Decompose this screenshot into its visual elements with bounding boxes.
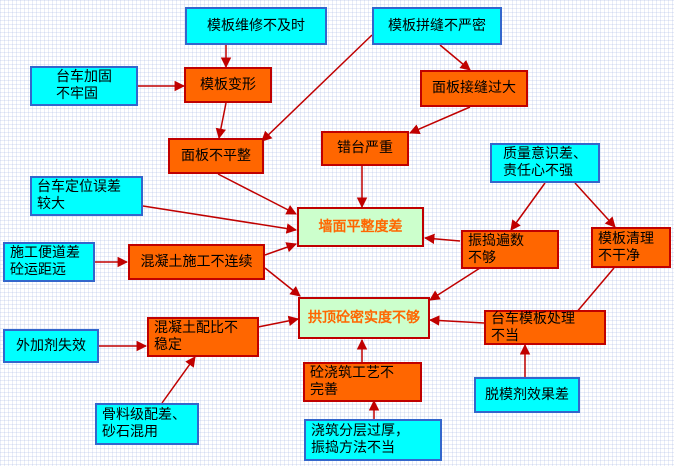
node-concrete-continuity: 混凝土施工不连续 <box>128 244 265 280</box>
node-misalignment: 错台严重 <box>321 131 409 166</box>
arrow-formwork-to-density <box>428 315 485 326</box>
arrow-quality-to-vibrate <box>510 182 546 231</box>
arrow-ratio-to-density <box>257 315 300 328</box>
arrow-gap-to-misalign <box>409 106 471 135</box>
arrow-continuity-to-flatness <box>264 242 297 256</box>
node-aggregate: 骨料级配差、 砂石混用 <box>95 403 199 445</box>
node-formwork-seam: 模板拼缝不严密 <box>372 7 502 45</box>
node-pouring-process: 砼浇筑工艺不 完善 <box>303 362 422 402</box>
node-mix-ratio: 混凝土配比不 稳定 <box>147 317 259 357</box>
arrow-continuity-to-density <box>264 267 301 297</box>
arrow-seam-to-gap <box>439 44 471 71</box>
arrow-deform-to-uneven <box>215 102 227 140</box>
node-pouring-layers: 浇筑分层过厚， 振捣方法不当 <box>304 419 442 461</box>
arrow-seam-to-uneven <box>261 34 373 142</box>
node-trolley-position: 台车定位误差 较大 <box>30 176 143 216</box>
node-release-agent: 脱模剂效果差 <box>474 377 580 413</box>
node-panel-uneven: 面板不平整 <box>168 138 264 174</box>
node-formwork-maintenance: 模板维修不及时 <box>185 7 327 45</box>
arrow-vibrate-to-density <box>429 267 481 301</box>
arrow-vibrate-to-flatness <box>423 233 461 245</box>
node-quality-awareness: 质量意识差、 责任心不强 <box>490 143 600 183</box>
node-trolley-formwork: 台车模板处理 不当 <box>484 310 606 345</box>
arrow-aggregate-to-ratio <box>161 356 196 404</box>
arrow-quality-to-clean <box>574 182 616 228</box>
node-formwork-clean: 模板清理 不干净 <box>591 227 671 268</box>
node-formwork-deform: 模板变形 <box>184 67 272 103</box>
node-crown-density: 拱顶砼密实度不够 <box>298 297 430 339</box>
node-admixture: 外加剂失效 <box>3 329 99 363</box>
node-wall-flatness: 墙面平整度差 <box>297 207 424 247</box>
arrow-position-to-flatness <box>142 205 298 234</box>
node-construction-road: 施工便道差 砼运距远 <box>3 242 95 282</box>
node-trolley-fix: 台车加固 不牢固 <box>30 66 138 106</box>
node-vibrate-count: 振捣遍数 不够 <box>461 230 559 269</box>
arrow-uneven-to-flatness <box>217 173 297 215</box>
node-panel-gap: 面板接缝过大 <box>420 70 528 107</box>
